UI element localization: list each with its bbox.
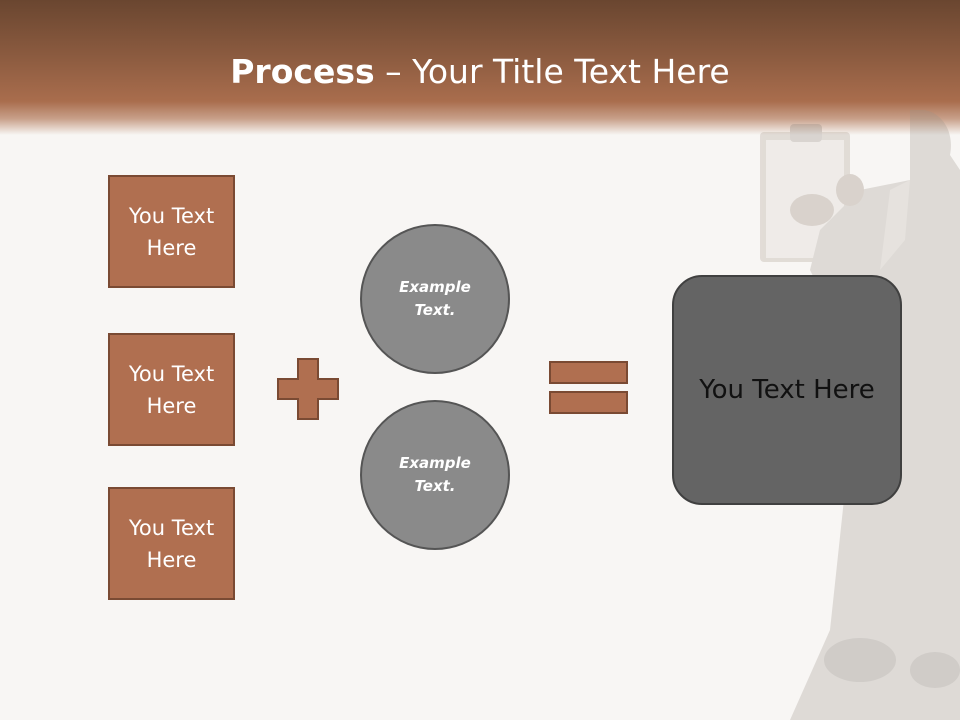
result-label: You Text Here [699, 375, 875, 405]
result-box: You Text Here [672, 275, 902, 505]
plus-icon [277, 358, 339, 420]
example-circle-1: Example Text. [360, 224, 510, 374]
example-circle-label: Example Text. [399, 278, 471, 319]
input-box-label: You Text Here [128, 515, 215, 572]
input-box-3: You Text Here [108, 487, 235, 600]
slide-title: Process – Your Title Text Here [0, 52, 960, 91]
input-box-label: You Text Here [128, 361, 215, 418]
example-circle-2: Example Text. [360, 400, 510, 550]
input-box-2: You Text Here [108, 333, 235, 446]
title-bold: Process [230, 52, 375, 91]
input-box-label: You Text Here [128, 203, 215, 260]
equals-icon [549, 361, 628, 414]
example-circle-label: Example Text. [399, 454, 471, 495]
title-banner [0, 0, 960, 135]
input-box-1: You Text Here [108, 175, 235, 288]
title-rest: – Your Title Text Here [374, 52, 730, 91]
